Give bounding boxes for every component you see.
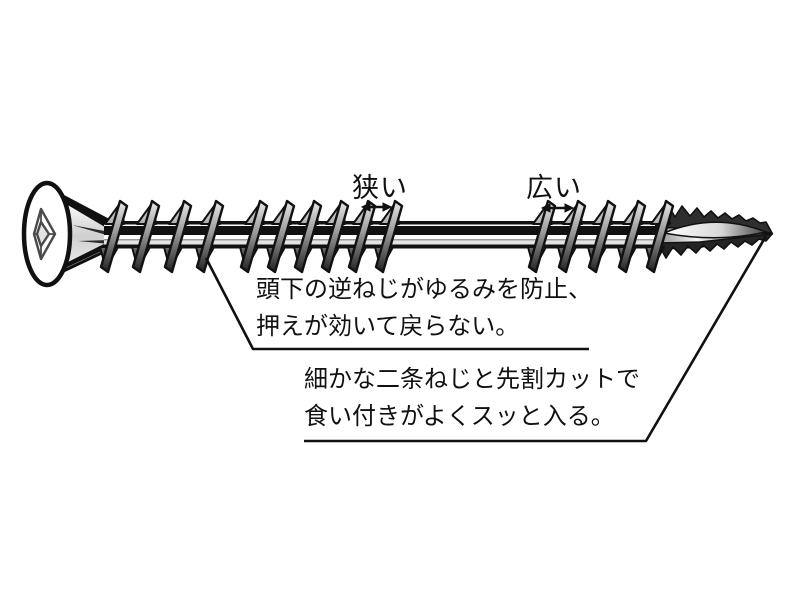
tip-thread-callout: 細かな二条ねじと先割カットで 食い付きがよくスッと入る。 [304,361,640,435]
tip-thread-callout-line1: 細かな二条ねじと先割カットで [304,366,640,393]
drive-recess-icon [32,207,57,261]
tip-thread-callout-line2: 食い付きがよくスッと入る。 [304,403,615,430]
narrow-pitch-arrow-icon [360,202,393,212]
narrow-pitch-label: 狭い [352,173,408,203]
screw-tip [655,202,773,259]
head-thread-callout: 頭下の逆ねじがゆるみを防止、 押えが効いて戻らない。 [256,271,592,345]
wide-pitch-arrow-icon [540,203,575,213]
head-thread-callout-line2: 押えが効いて戻らない。 [256,313,520,340]
screw-head [21,180,73,288]
tip-callout-leader-line [304,235,768,443]
wide-pitch-label: 広い [526,173,582,203]
head-callout-leader-line [204,257,589,351]
head-thread-callout-line1: 頭下の逆ねじがゆるみを防止、 [256,276,592,303]
